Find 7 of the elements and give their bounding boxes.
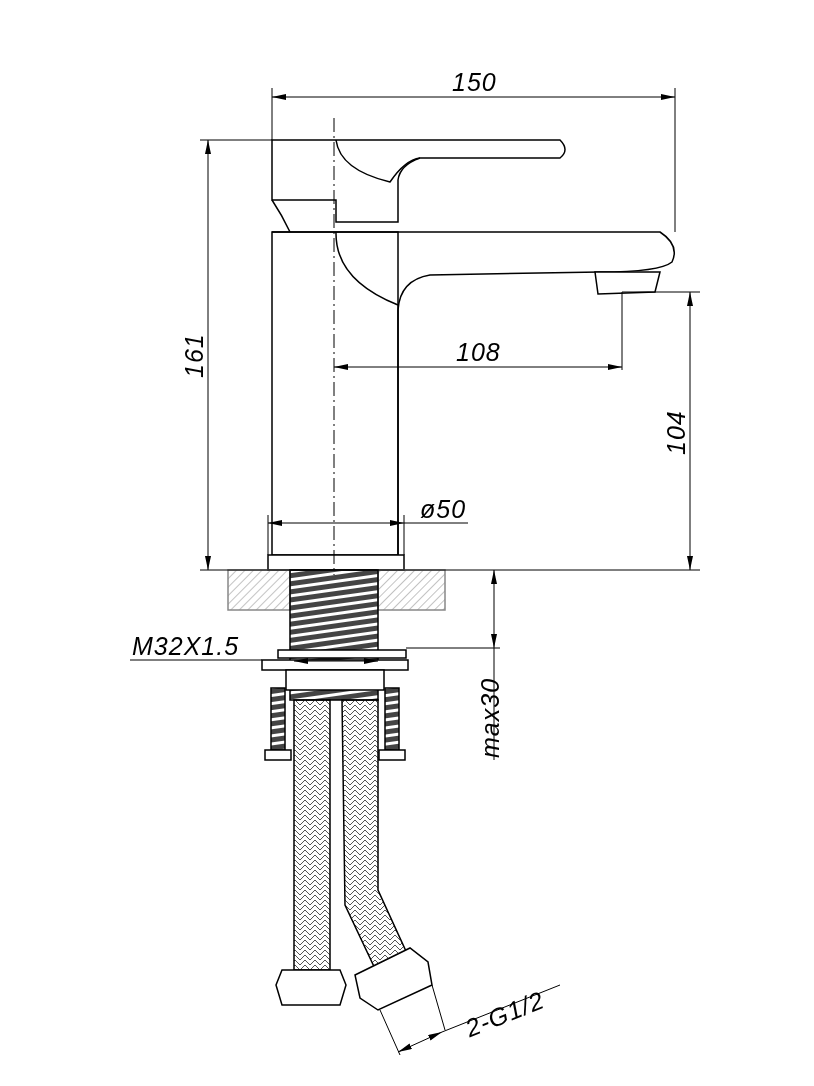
dimension-value: 108 <box>456 340 501 365</box>
dimension-value: max30 <box>478 677 503 758</box>
dimension-value: 161 <box>182 333 207 378</box>
thread-size-text: M32X1.5 <box>132 634 240 659</box>
dimension-value: 104 <box>664 410 689 455</box>
diameter-value: ø50 <box>420 497 467 522</box>
dimension-value: 150 <box>452 70 497 95</box>
